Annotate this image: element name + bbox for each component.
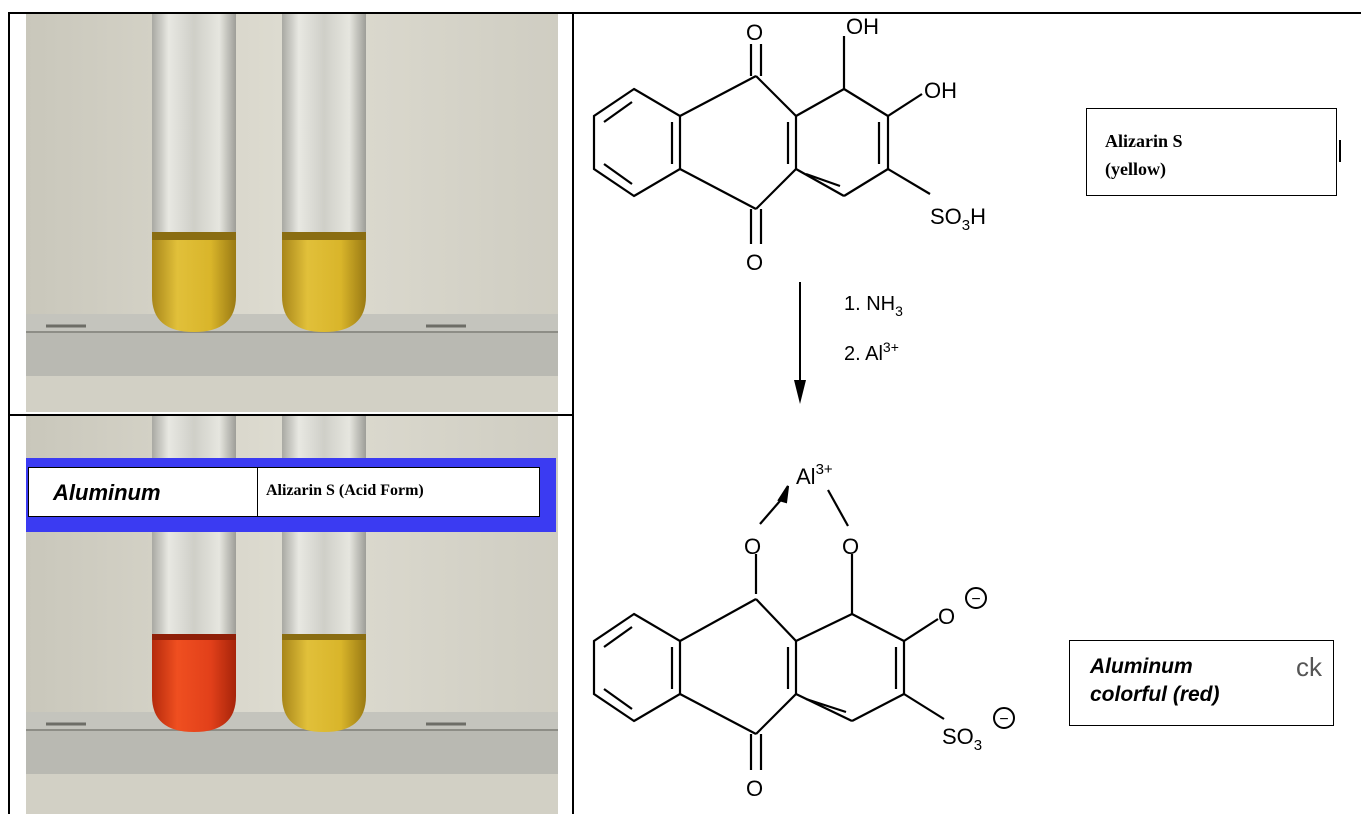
reactant-oh-2: OH xyxy=(924,78,957,103)
reactant-o-bottom: O xyxy=(746,250,763,275)
product-box-cover xyxy=(1070,641,1300,725)
product-name-box: Aluminum colorful (red) xyxy=(1069,640,1334,726)
product-o-right: O xyxy=(842,534,859,559)
product-o-charge-sign: − xyxy=(971,591,980,608)
reactant-oh-1: OH xyxy=(846,14,879,39)
top-border xyxy=(8,12,1361,14)
overflow-text: ck xyxy=(1296,652,1322,682)
reactant-so3h: SO3H xyxy=(930,204,986,234)
test-tubes-yellow-image xyxy=(26,14,558,412)
reactant-name-box: Alizarin S (yellow) xyxy=(1086,108,1337,196)
photo-label-alizarin: Alizarin S (Acid Form) xyxy=(266,482,424,499)
column-divider xyxy=(572,12,574,814)
product-structure xyxy=(592,485,945,770)
reactant-structure xyxy=(592,36,931,244)
reactant-name-line1: Alizarin S xyxy=(1105,131,1183,151)
reactant-o-top: O xyxy=(746,20,763,45)
reagent-step2: 2. Al3+ xyxy=(844,339,899,365)
product-so3-charge-icon: − xyxy=(993,707,1015,729)
product-o-left: O xyxy=(744,534,761,559)
reaction-arrow xyxy=(794,282,806,404)
reactant-box-tick xyxy=(1339,140,1341,162)
row-divider-left xyxy=(8,414,574,416)
left-border xyxy=(8,12,10,814)
product-so3: SO3 xyxy=(942,724,982,754)
product-name-line2: colorful (red) xyxy=(1090,683,1220,706)
photo-label-aluminum-box: Aluminum xyxy=(28,467,258,517)
product-name-line1: Aluminum xyxy=(1090,655,1193,678)
product-o-charge-icon: − xyxy=(965,587,987,609)
product-o-minus: O xyxy=(938,604,955,629)
reagent-step1: 1. NH3 xyxy=(844,293,903,319)
product-al: Al3+ xyxy=(796,461,833,489)
photo-label-alizarin-box: Alizarin S (Acid Form) xyxy=(257,467,540,517)
reactant-name-line2: (yellow) xyxy=(1105,159,1166,179)
photo-top-test-tubes xyxy=(26,14,558,412)
product-o-bottom: O xyxy=(746,776,763,801)
photo-label-aluminum: Aluminum xyxy=(53,480,161,505)
product-so3-charge-sign: − xyxy=(999,711,1008,728)
reaction-scheme: O O OH OH SO3H 1. NH3 2. Al3+ Al3+ xyxy=(592,14,1015,801)
